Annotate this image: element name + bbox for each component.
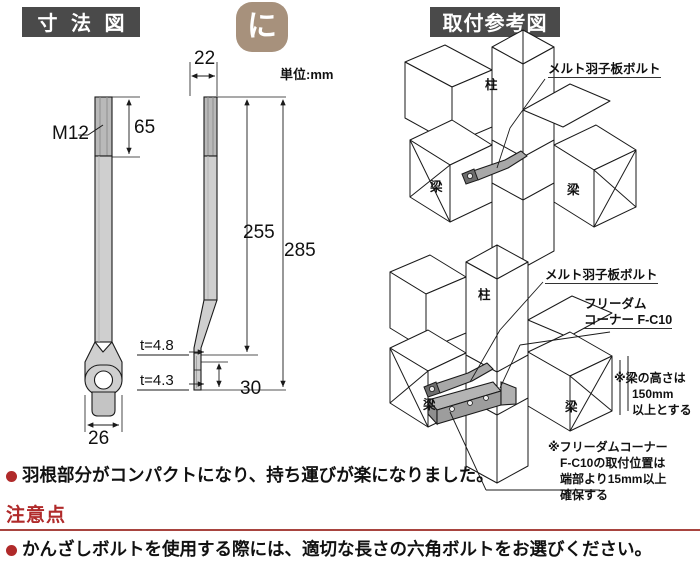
freedom-corner-bracket <box>426 381 517 426</box>
feature-note-row: 羽根部分がコンパクトになり、持ち運びが楽になりました。 <box>6 462 494 487</box>
bullet-icon <box>6 545 17 556</box>
thickness-lower-label: t=4.3 <box>140 372 174 389</box>
beam-label-top-left: 梁 <box>430 180 443 194</box>
note-corner-line1: ※フリーダムコーナー <box>548 440 668 454</box>
callout-corner-line1: フリーダム <box>584 297 647 311</box>
beam-label-bottom-right: 梁 <box>565 400 578 414</box>
bolt-hardware-top <box>461 150 528 185</box>
kana-index-badge: に <box>236 2 288 52</box>
unit-label: 単位:mm <box>280 67 334 82</box>
feature-note-text: 羽根部分がコンパクトになり、持ち運びが楽になりました。 <box>22 465 494 485</box>
dim-thread-length: 65 <box>134 117 156 138</box>
dim-26: 26 <box>88 428 110 449</box>
column-label-bottom: 柱 <box>478 288 491 302</box>
thread-spec-label: M12 <box>52 123 89 144</box>
caution-note-text: かんざしボルトを使用する際には、適切な長さの六角ボルトをお選びください。 <box>22 539 652 559</box>
note-beam-height-line1: ※梁の高さは <box>614 371 686 385</box>
bolt-side-view <box>193 96 218 391</box>
caution-note-row: かんざしボルトを使用する際には、適切な長さの六角ボルトをお選びください。 <box>6 536 652 561</box>
dim-255: 255 <box>243 222 275 243</box>
bolt-front-view <box>84 96 123 417</box>
beam-label-bottom-left: 梁 <box>423 398 436 412</box>
note-corner-line2: F-C10の取付位置は <box>560 456 666 470</box>
bullet-icon <box>6 471 17 482</box>
callout-bolt-bottom: メルト羽子板ボルト <box>545 268 658 284</box>
dimension-section-title: 寸 法 図 <box>22 7 140 37</box>
note-beam-height-line2: 150mm <box>632 387 674 401</box>
callout-corner-line2: コーナー F-C10 <box>584 313 673 329</box>
dim-width-top: 22 <box>194 48 216 69</box>
bolt-hardware-bottom <box>423 362 494 398</box>
dim-285: 285 <box>284 240 316 261</box>
thickness-upper-label: t=4.8 <box>140 337 174 354</box>
caution-heading: 注意点 <box>6 505 67 526</box>
caution-divider <box>0 529 700 531</box>
note-corner-line4: 確保する <box>560 488 609 502</box>
beam-label-top-right: 梁 <box>567 183 580 197</box>
note-beam-height-line3: 以上とする <box>632 403 692 417</box>
installation-section-title: 取付参考図 <box>430 7 560 37</box>
callout-bolt-top: メルト羽子板ボルト <box>548 62 661 78</box>
column-label-top: 柱 <box>485 78 498 92</box>
note-corner-line3: 端部より15mm以上 <box>560 472 667 486</box>
dim-30: 30 <box>240 378 262 399</box>
